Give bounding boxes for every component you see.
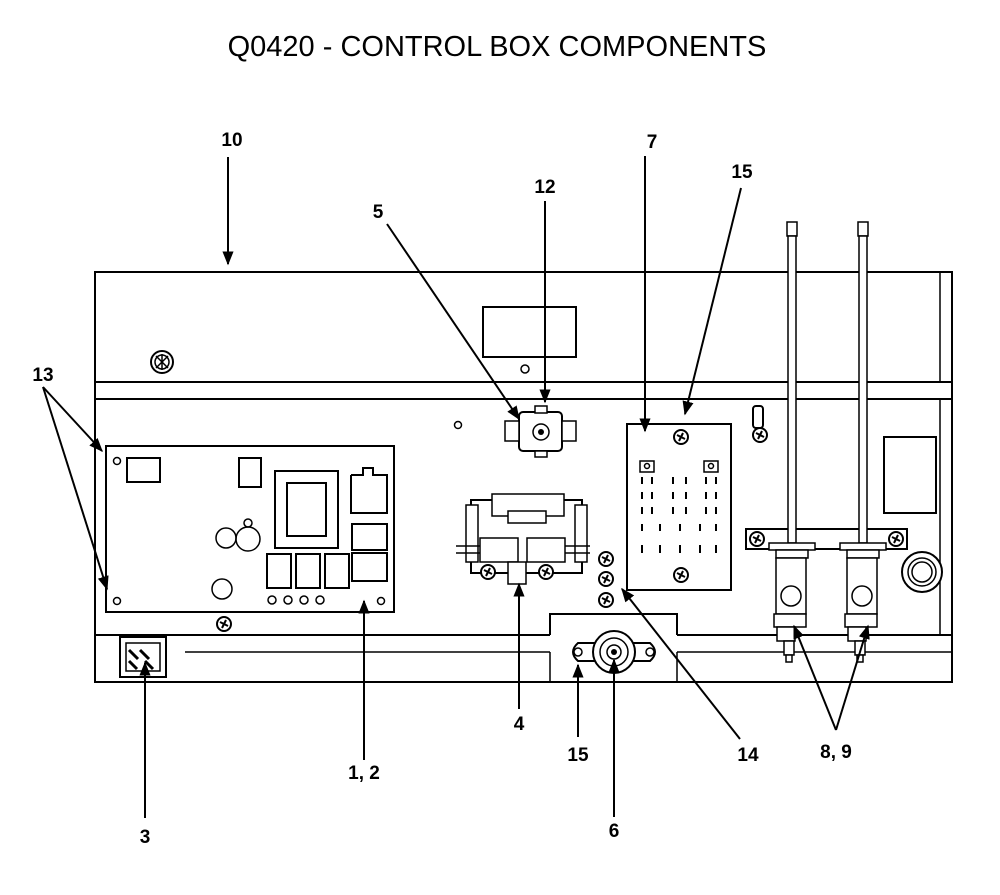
contactor-screw-left-icon xyxy=(480,564,496,580)
side-label-plate xyxy=(883,436,937,514)
callout-5: 5 xyxy=(373,202,384,223)
ground-screw-icon xyxy=(752,427,768,443)
circuit-board xyxy=(105,445,395,613)
callout-7: 7 xyxy=(647,132,658,153)
callout-6: 6 xyxy=(609,821,620,842)
ground-bolt xyxy=(752,405,764,429)
callout-3: 3 xyxy=(140,827,151,848)
terminal-screw-2-icon xyxy=(598,571,614,587)
diagram-title: Q0420 - CONTROL BOX COMPONENTS xyxy=(228,31,767,63)
callout-15-top: 15 xyxy=(731,162,753,183)
bracket-screw-right-icon xyxy=(888,531,904,547)
callout-14: 14 xyxy=(737,745,759,766)
bracket-screw-left-icon xyxy=(749,531,765,547)
module-panel-7 xyxy=(626,423,732,591)
panel-screw-top-icon xyxy=(673,429,689,445)
terminal-screw-1-icon xyxy=(598,551,614,567)
contactor xyxy=(456,493,590,585)
probe-left xyxy=(768,221,816,663)
component-12 xyxy=(504,405,577,458)
leader-lines xyxy=(42,156,870,818)
panel-screw-bottom-icon xyxy=(673,567,689,583)
side-knob xyxy=(901,551,943,593)
callout-15-bottom: 15 xyxy=(567,745,589,766)
callout-12: 12 xyxy=(534,177,555,198)
terminal-screw-3-icon xyxy=(598,592,614,608)
board-mount-screw-icon xyxy=(216,616,232,632)
fuse-holder xyxy=(119,636,167,678)
callout-1-2: 1, 2 xyxy=(348,763,380,784)
callout-8-9: 8, 9 xyxy=(820,742,852,763)
probe-right xyxy=(839,221,887,663)
callout-10: 10 xyxy=(221,130,242,151)
control-box-enclosure xyxy=(94,271,953,683)
callout-4: 4 xyxy=(514,714,525,735)
callout-13: 13 xyxy=(32,365,53,386)
contactor-screw-right-icon xyxy=(538,564,554,580)
